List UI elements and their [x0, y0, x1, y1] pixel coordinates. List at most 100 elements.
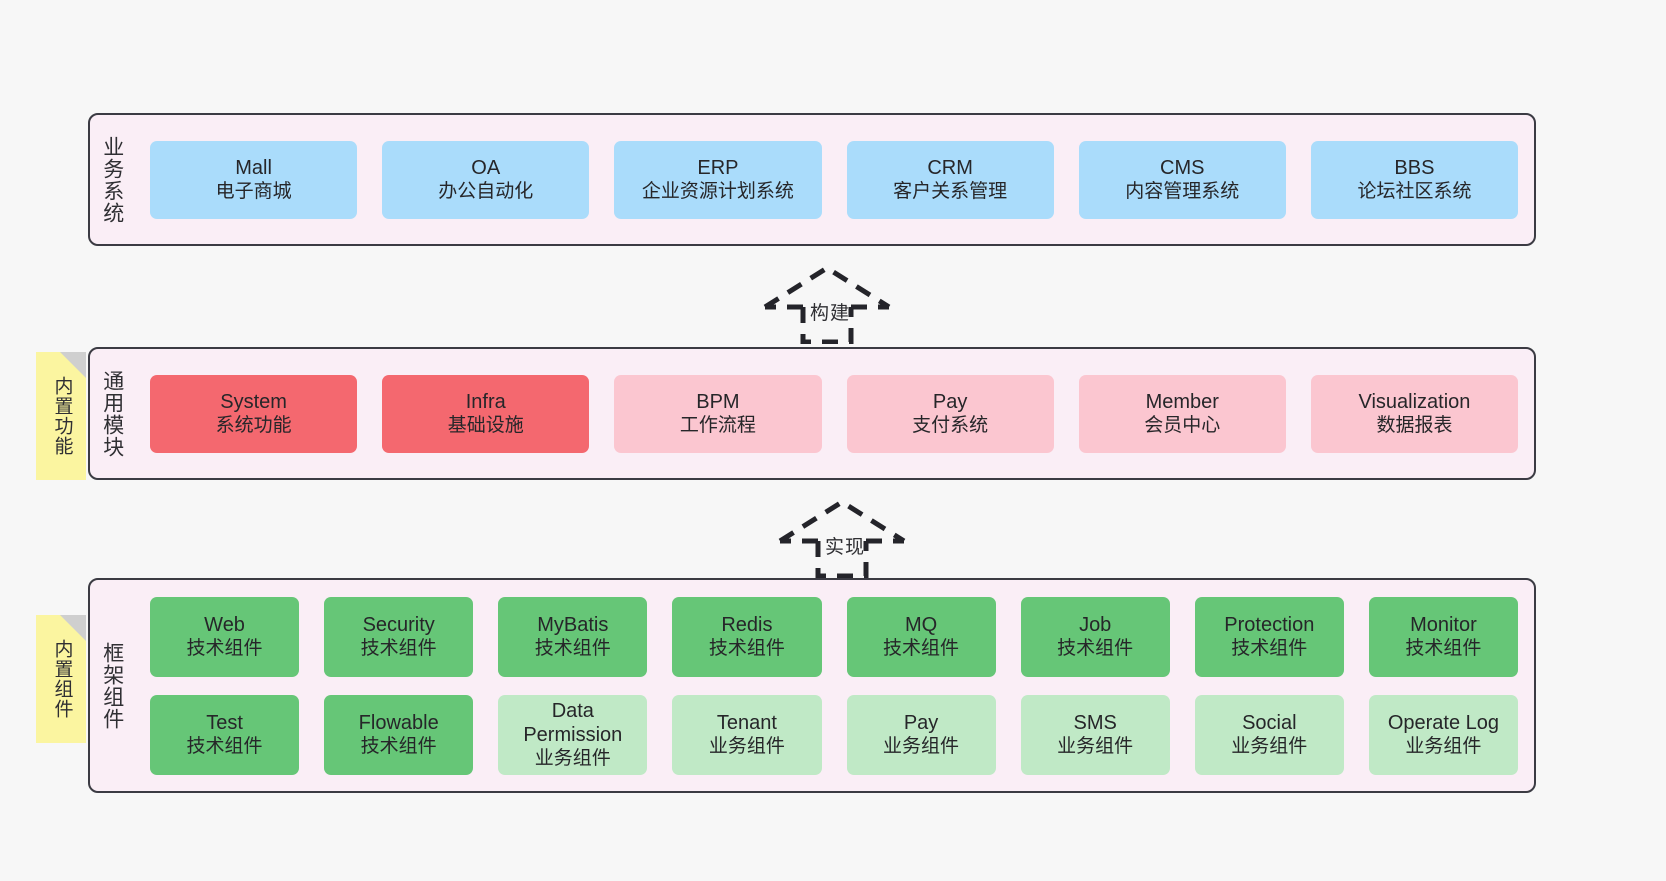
- card-row: System 系统功能 Infra 基础设施 BPM 工作流程 Pay 支付系统…: [150, 374, 1519, 453]
- card-subtitle: 工作流程: [679, 415, 756, 437]
- card-title: Social: [1242, 711, 1297, 734]
- build-arrow-shape: [763, 265, 891, 344]
- card-monitor[interactable]: Monitor 技术组件: [1368, 596, 1518, 677]
- card-security[interactable]: Security 技术组件: [324, 596, 474, 677]
- card-flowable[interactable]: Flowable 技术组件: [324, 694, 474, 775]
- card-title: SMS: [1073, 711, 1117, 734]
- card-title: Redis: [721, 613, 773, 636]
- card-title: MyBatis: [537, 613, 609, 636]
- card-title: Operate Log: [1387, 711, 1500, 734]
- card-subtitle: 技术组件: [1405, 638, 1482, 660]
- card-web[interactable]: Web 技术组件: [150, 596, 300, 677]
- card-title: Member: [1145, 390, 1219, 413]
- card-row: Test 技术组件 Flowable 技术组件 Data Permission …: [150, 694, 1518, 775]
- card-protection[interactable]: Protection 技术组件: [1194, 596, 1344, 677]
- card-job[interactable]: Job 技术组件: [1020, 596, 1170, 677]
- arrow-label-build: 构建: [809, 303, 850, 324]
- card-row: Web 技术组件 Security 技术组件 MyBatis 技术组件 Redi…: [150, 596, 1518, 677]
- card-title: OA: [471, 156, 501, 179]
- card-pay[interactable]: Pay 支付系统: [846, 374, 1054, 453]
- card-subtitle: 电子商城: [215, 181, 292, 203]
- card-title: BBS: [1394, 156, 1435, 179]
- card-title: Infra: [465, 390, 506, 413]
- card-test[interactable]: Test 技术组件: [150, 694, 300, 775]
- generalization-arrow-implement: 实现: [770, 496, 920, 578]
- card-bpm[interactable]: BPM 工作流程: [614, 374, 822, 453]
- card-subtitle: 业务组件: [1057, 736, 1134, 758]
- card-visualization[interactable]: Visualization 数据报表: [1310, 374, 1519, 453]
- card-subtitle: 技术组件: [360, 736, 437, 758]
- card-mybatis[interactable]: MyBatis 技术组件: [498, 596, 648, 677]
- card-pay-business[interactable]: Pay 业务组件: [846, 694, 996, 775]
- card-title: Web: [204, 613, 245, 636]
- card-subtitle: 数据报表: [1376, 415, 1453, 437]
- card-subtitle: 技术组件: [186, 736, 263, 758]
- card-mq[interactable]: MQ 技术组件: [846, 596, 996, 677]
- card-subtitle: 基础设施: [447, 415, 524, 437]
- card-title: Monitor: [1410, 613, 1477, 636]
- card-operate-log[interactable]: Operate Log 业务组件: [1368, 694, 1518, 775]
- card-social[interactable]: Social 业务组件: [1194, 694, 1344, 775]
- note-label: 内置组件: [51, 639, 73, 719]
- card-sms[interactable]: SMS 业务组件: [1020, 694, 1170, 775]
- card-subtitle: 技术组件: [360, 638, 437, 660]
- card-subtitle: 技术组件: [1057, 638, 1134, 660]
- card-mall[interactable]: Mall 电子商城: [150, 140, 358, 219]
- card-tenant[interactable]: Tenant 业务组件: [672, 694, 822, 775]
- card-oa[interactable]: OA 办公自动化: [382, 140, 590, 219]
- card-subtitle: 技术组件: [186, 638, 263, 660]
- card-title: Mall: [235, 156, 272, 179]
- card-subtitle: 技术组件: [708, 638, 785, 660]
- card-title: Pay: [903, 711, 939, 734]
- card-subtitle: 技术组件: [1231, 638, 1308, 660]
- layer-business-system: 业务系统 Mall 电子商城 OA 办公自动化 ERP 企业资源计划系统 CRM…: [88, 113, 1536, 246]
- card-subtitle: 客户关系管理: [893, 181, 1008, 203]
- layer-title-business-system: 业务系统: [100, 135, 124, 224]
- card-cms[interactable]: CMS 内容管理系统: [1078, 140, 1286, 219]
- card-title: Pay: [932, 390, 968, 413]
- card-subtitle: 企业资源计划系统: [641, 181, 794, 203]
- card-subtitle: 业务组件: [1231, 736, 1308, 758]
- card-title: Test: [206, 711, 243, 734]
- card-crm[interactable]: CRM 客户关系管理: [846, 140, 1054, 219]
- card-infra[interactable]: Infra 基础设施: [382, 374, 590, 453]
- card-redis[interactable]: Redis 技术组件: [672, 596, 822, 677]
- card-member[interactable]: Member 会员中心: [1078, 374, 1286, 453]
- card-title: Tenant: [716, 711, 777, 734]
- card-subtitle: 业务组件: [883, 736, 960, 758]
- card-title: CRM: [927, 156, 973, 179]
- layer-common-module: 通用模块 System 系统功能 Infra 基础设施 BPM 工作流程 Pay…: [88, 347, 1536, 480]
- generalization-arrow-build: 构建: [755, 262, 905, 344]
- card-title: ERP: [697, 156, 739, 179]
- card-subtitle: 办公自动化: [438, 181, 534, 203]
- layer-title-common-module: 通用模块: [100, 369, 124, 458]
- card-title: Visualization: [1358, 390, 1471, 413]
- card-title: Job: [1079, 613, 1112, 636]
- card-title: Protection: [1224, 613, 1315, 636]
- layer-title-framework-component: 框架组件: [100, 641, 124, 730]
- card-title: MQ: [904, 613, 938, 636]
- card-subtitle: 内容管理系统: [1125, 181, 1240, 203]
- card-erp[interactable]: ERP 企业资源计划系统: [614, 140, 822, 219]
- card-title: CMS: [1160, 156, 1205, 179]
- layer-body-business-system: Mall 电子商城 OA 办公自动化 ERP 企业资源计划系统 CRM 客户关系…: [134, 115, 1534, 244]
- note-label: 内置功能: [51, 376, 73, 456]
- card-subtitle: 支付系统: [912, 415, 989, 437]
- card-subtitle: 业务组件: [708, 736, 785, 758]
- layer-framework-component: 框架组件 Web 技术组件 Security 技术组件 MyBatis 技术组件…: [88, 578, 1536, 793]
- card-subtitle: 技术组件: [534, 638, 611, 660]
- implement-arrow-shape: [778, 499, 906, 578]
- card-title: Security: [362, 613, 435, 636]
- sticky-note-builtin-function: 内置功能: [36, 352, 86, 480]
- card-subtitle: 论坛社区系统: [1357, 181, 1472, 203]
- card-bbs[interactable]: BBS 论坛社区系统: [1310, 140, 1519, 219]
- card-subtitle: 系统功能: [215, 415, 292, 437]
- card-title: Data Permission: [523, 699, 623, 746]
- card-subtitle: 会员中心: [1144, 415, 1221, 437]
- card-system[interactable]: System 系统功能: [150, 374, 358, 453]
- layer-body-framework-component: Web 技术组件 Security 技术组件 MyBatis 技术组件 Redi…: [134, 580, 1534, 791]
- layer-body-common-module: System 系统功能 Infra 基础设施 BPM 工作流程 Pay 支付系统…: [134, 349, 1534, 478]
- card-subtitle: 业务组件: [534, 748, 611, 770]
- card-data-permission[interactable]: Data Permission 业务组件: [498, 694, 648, 775]
